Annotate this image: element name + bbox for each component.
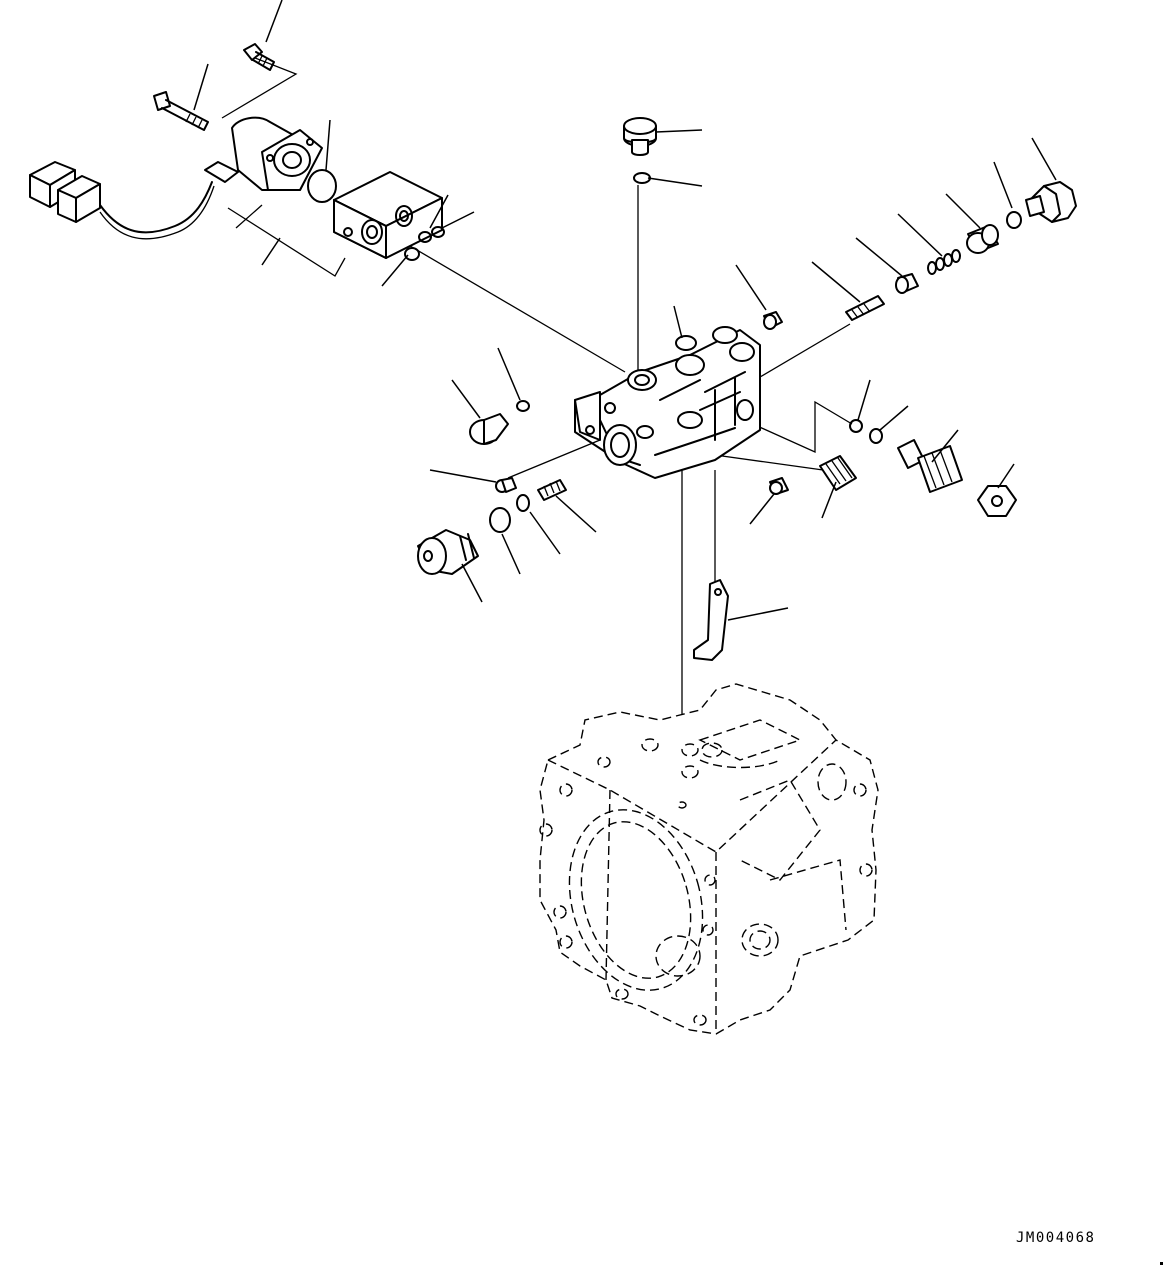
sleeve bbox=[967, 225, 998, 253]
o-ring-lower bbox=[490, 508, 510, 532]
connector-plug bbox=[30, 162, 100, 222]
o-ring-small bbox=[405, 248, 419, 260]
plug-left bbox=[470, 414, 508, 444]
piston bbox=[896, 274, 918, 293]
o-ring-small bbox=[870, 429, 882, 443]
o-ring-lower-small bbox=[517, 495, 529, 511]
o-ring-small bbox=[419, 232, 431, 242]
solenoid-valve bbox=[205, 118, 322, 190]
threaded-valve bbox=[820, 456, 856, 490]
o-ring-small bbox=[432, 227, 444, 237]
o-ring-small bbox=[517, 401, 529, 411]
wire-harness bbox=[100, 182, 212, 232]
threaded-plug bbox=[538, 480, 566, 500]
plug-small-right bbox=[770, 478, 788, 494]
plug-small-left bbox=[496, 478, 516, 492]
valve-housing bbox=[575, 327, 760, 478]
o-ring-small bbox=[850, 420, 862, 432]
lock-nut bbox=[978, 486, 1016, 516]
bolt-small bbox=[244, 44, 274, 70]
drawing-id-label: JM004068 bbox=[1016, 1230, 1096, 1246]
relief-valve-plug bbox=[418, 530, 478, 574]
plug-top bbox=[624, 118, 656, 155]
pump-case bbox=[540, 684, 878, 1034]
spring bbox=[928, 250, 960, 274]
valve-block bbox=[334, 172, 442, 258]
plug-large-right bbox=[1026, 182, 1076, 222]
lever bbox=[694, 580, 728, 660]
plug-small bbox=[764, 312, 782, 329]
adjust-screw bbox=[898, 440, 962, 492]
o-ring bbox=[308, 170, 336, 202]
spool bbox=[846, 296, 884, 320]
mounting-bolt bbox=[154, 92, 208, 130]
o-ring-small bbox=[634, 173, 650, 183]
leader-lines bbox=[194, 0, 1056, 620]
wire-harness-inner bbox=[100, 186, 214, 239]
o-ring-right bbox=[1007, 212, 1021, 228]
